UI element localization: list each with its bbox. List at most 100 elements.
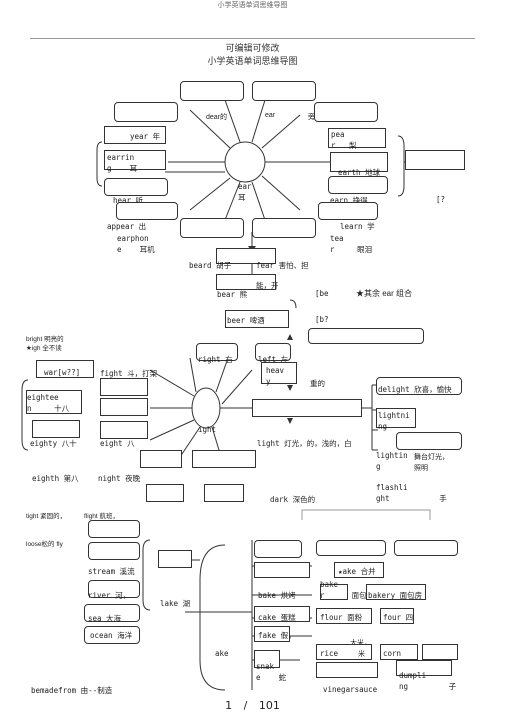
ake-box-baker	[320, 584, 348, 600]
ake-box-cake	[254, 606, 310, 622]
word-mi: 米	[358, 651, 365, 658]
ake-box-4	[316, 540, 386, 556]
word-dear: dear的	[206, 114, 228, 121]
ight-box-lightning	[376, 408, 416, 428]
ear-bottom-box-1	[180, 218, 244, 238]
ake-center-label: ake	[215, 649, 229, 658]
word-bright: bright 明亮的	[26, 336, 64, 343]
word-rice: rice	[320, 649, 339, 658]
ight-box-war	[36, 360, 94, 378]
ake-box-fake	[254, 626, 290, 642]
word-dark: dark 深色的	[270, 495, 316, 504]
ake-box-ocean	[84, 626, 140, 644]
word-lighting: lightin g	[376, 451, 408, 471]
ear-box-beer	[225, 310, 289, 328]
page-number: 1	[225, 699, 233, 712]
ake-box-5	[394, 540, 458, 556]
ear-box-year	[104, 126, 166, 144]
ake-box-3	[254, 540, 302, 558]
word-earn: earn 挣得	[330, 196, 368, 205]
word-earring: earrin g 耳	[107, 153, 138, 173]
ake-box-snake	[254, 650, 280, 668]
word-tight: tight 紧固的，	[26, 513, 67, 520]
ake-box-rice	[316, 644, 372, 660]
word-ear: ear	[265, 112, 276, 119]
word-flour: flour 面粉	[320, 613, 363, 622]
ake-box-star	[334, 562, 384, 578]
ight-box-5	[396, 432, 462, 450]
ear-box-right-group	[405, 150, 465, 170]
ight-box-3	[100, 421, 148, 439]
word-flashlight: flashli ght 手	[376, 483, 447, 503]
word-rice-cn: 大米，	[350, 638, 371, 648]
ake-box-2	[88, 542, 140, 560]
ake-box-four	[380, 608, 414, 624]
word-baker: bake r 面包	[320, 580, 367, 600]
word-ocean: ocean 海洋	[90, 631, 133, 640]
ear-box-earth	[330, 152, 388, 172]
word-eighteen: eightee n 十八	[27, 393, 70, 413]
word-bakery: bakery 面包房	[368, 591, 423, 600]
word-corn: corn	[383, 649, 402, 658]
ight-box-1	[100, 378, 148, 396]
ake-box-8	[88, 580, 140, 598]
word-appear: appear 出	[107, 222, 147, 231]
word-fear: fear 害怕、担	[256, 261, 309, 270]
word-can-open: 能，开	[256, 281, 279, 290]
word-lake: lake 湖	[160, 599, 191, 608]
ight-box-light	[252, 399, 362, 417]
ight-box-8	[146, 484, 184, 502]
word-star-ake: ★ake 合并	[338, 567, 376, 576]
document-header: 小学英语单词思维导图	[217, 1, 288, 9]
ight-box-delight	[376, 377, 462, 395]
word-snake: snak e 蛇	[256, 662, 287, 682]
word-tear: tea r 眼泪	[330, 234, 373, 254]
word-river: river 河，	[88, 591, 131, 600]
phonetic-b: [b?	[315, 315, 329, 324]
ear-box-right-3	[328, 176, 388, 194]
ake-box-7	[254, 562, 310, 578]
word-hear: hear 听	[113, 196, 144, 205]
page-indicator: 1 / 101	[0, 699, 505, 712]
word-delight: delight 欣喜，愉快	[378, 385, 452, 394]
word-learn: learn 学	[340, 222, 375, 231]
word-night: night 夜晚	[98, 474, 141, 483]
word-beard: beard 胡子	[189, 261, 232, 270]
ear-box-right-1	[314, 102, 378, 122]
word-lightning: lightni ng	[378, 411, 410, 431]
ight-box-right	[196, 343, 238, 361]
ight-center-label: ight	[198, 425, 217, 434]
word-lighting-cn: 舞台灯光， 照明	[414, 454, 449, 472]
word-cake: cake 蛋糕	[258, 613, 296, 622]
word-year: year 年	[130, 132, 161, 141]
page-title: 小学英语单词思维导图	[207, 57, 298, 67]
ear-box-wide	[308, 328, 424, 344]
word-dumpling: dumpli ng 子	[399, 671, 457, 691]
word-heavy: heav y	[266, 366, 285, 386]
note-igh: ★igh 全不读	[26, 345, 62, 352]
ake-box-6	[158, 550, 192, 568]
word-loose: loose松的 fly	[26, 541, 63, 548]
word-flight: flight 航班，	[84, 513, 120, 520]
word-side: 旁	[308, 114, 315, 121]
word-right: right 右	[198, 355, 233, 364]
word-heavy-cn: 重的	[310, 379, 325, 388]
word-eighty: eighty 八十	[30, 439, 77, 448]
ear-box-beard	[216, 248, 276, 264]
word-stream: stream 溪流	[88, 567, 135, 576]
word-sea: sea 大海	[88, 614, 122, 623]
ear-box-left-3	[104, 178, 168, 196]
ight-box-eighteen	[26, 390, 82, 414]
ear-box-left-1	[114, 102, 178, 122]
phonetic-be: [be	[315, 289, 329, 298]
phonetic-q: [?	[436, 195, 446, 204]
ake-box-bakery	[366, 584, 426, 600]
page-sep: /	[243, 699, 248, 712]
ear-top-box-2	[252, 81, 316, 101]
ear-bottom-box-2	[252, 218, 316, 238]
ake-box-1	[88, 520, 140, 538]
ear-box-earring	[104, 150, 166, 170]
word-eight: eight 八	[100, 439, 135, 448]
ear-center-label: ear 耳	[238, 182, 252, 202]
